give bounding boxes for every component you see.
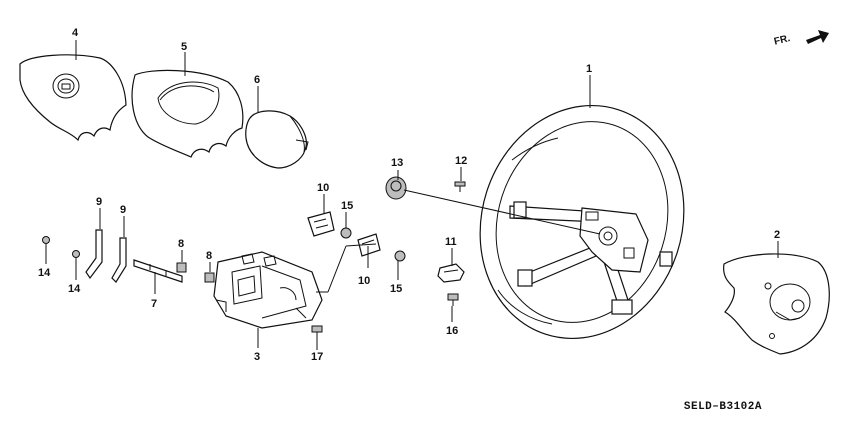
- callout-11: 11: [445, 236, 457, 248]
- callout-1: 1: [586, 63, 593, 75]
- part-13-bushing: [385, 176, 407, 200]
- part-1-steering-wheel: [479, 104, 685, 340]
- leader-lines: [45, 40, 779, 350]
- callout-10-lower: 10: [358, 275, 371, 287]
- callout-2: 2: [774, 229, 781, 241]
- callout-15-upper: 15: [341, 200, 354, 212]
- part-14-screw-a: [42, 236, 50, 250]
- callout-9-a: 9: [96, 196, 103, 208]
- part-8-clip-a: [176, 262, 187, 273]
- callout-9-b: 9: [120, 204, 127, 216]
- callout-14-a: 14: [38, 267, 51, 279]
- part-12-screw: [454, 181, 466, 192]
- part-15-nut-upper: [340, 227, 352, 239]
- part-10-clip-upper: [307, 211, 335, 237]
- callout-8-a: 8: [178, 238, 185, 250]
- callout-10-upper: 10: [317, 182, 330, 194]
- callout-13: 13: [391, 157, 404, 169]
- front-direction-arrow-icon: [806, 30, 829, 44]
- part-11-clip: [437, 263, 465, 283]
- part-4-airbag-cover: [19, 54, 127, 142]
- part-9-strip-a: [85, 229, 103, 280]
- callout-15-lower: 15: [390, 283, 403, 295]
- part-14-screw-b: [72, 250, 80, 264]
- part-8-clip-b: [204, 272, 215, 283]
- part-7-bar: [133, 259, 183, 283]
- callout-16: 16: [446, 325, 459, 337]
- callout-12: 12: [455, 155, 468, 167]
- part-16-screw: [447, 293, 459, 306]
- callout-14-b: 14: [68, 283, 81, 295]
- part-10-clip-lower: [357, 233, 381, 257]
- part-2-airbag-module: [723, 253, 830, 355]
- part-9-strip-b: [111, 237, 127, 283]
- callout-3: 3: [254, 351, 261, 363]
- callout-17: 17: [311, 351, 324, 363]
- part-3-bracket: [213, 251, 323, 329]
- callout-8-b: 8: [206, 250, 213, 262]
- callout-5: 5: [181, 41, 188, 53]
- part-5-wheel-cover: [131, 69, 244, 158]
- part-15-nut-lower: [394, 250, 406, 262]
- part-17-screw: [311, 325, 323, 338]
- callout-7: 7: [151, 298, 158, 310]
- drawing-code: SELD–B3102A: [683, 401, 762, 413]
- part-6-horn-pad: [245, 110, 309, 169]
- callout-4: 4: [72, 27, 79, 39]
- callout-6: 6: [254, 74, 261, 86]
